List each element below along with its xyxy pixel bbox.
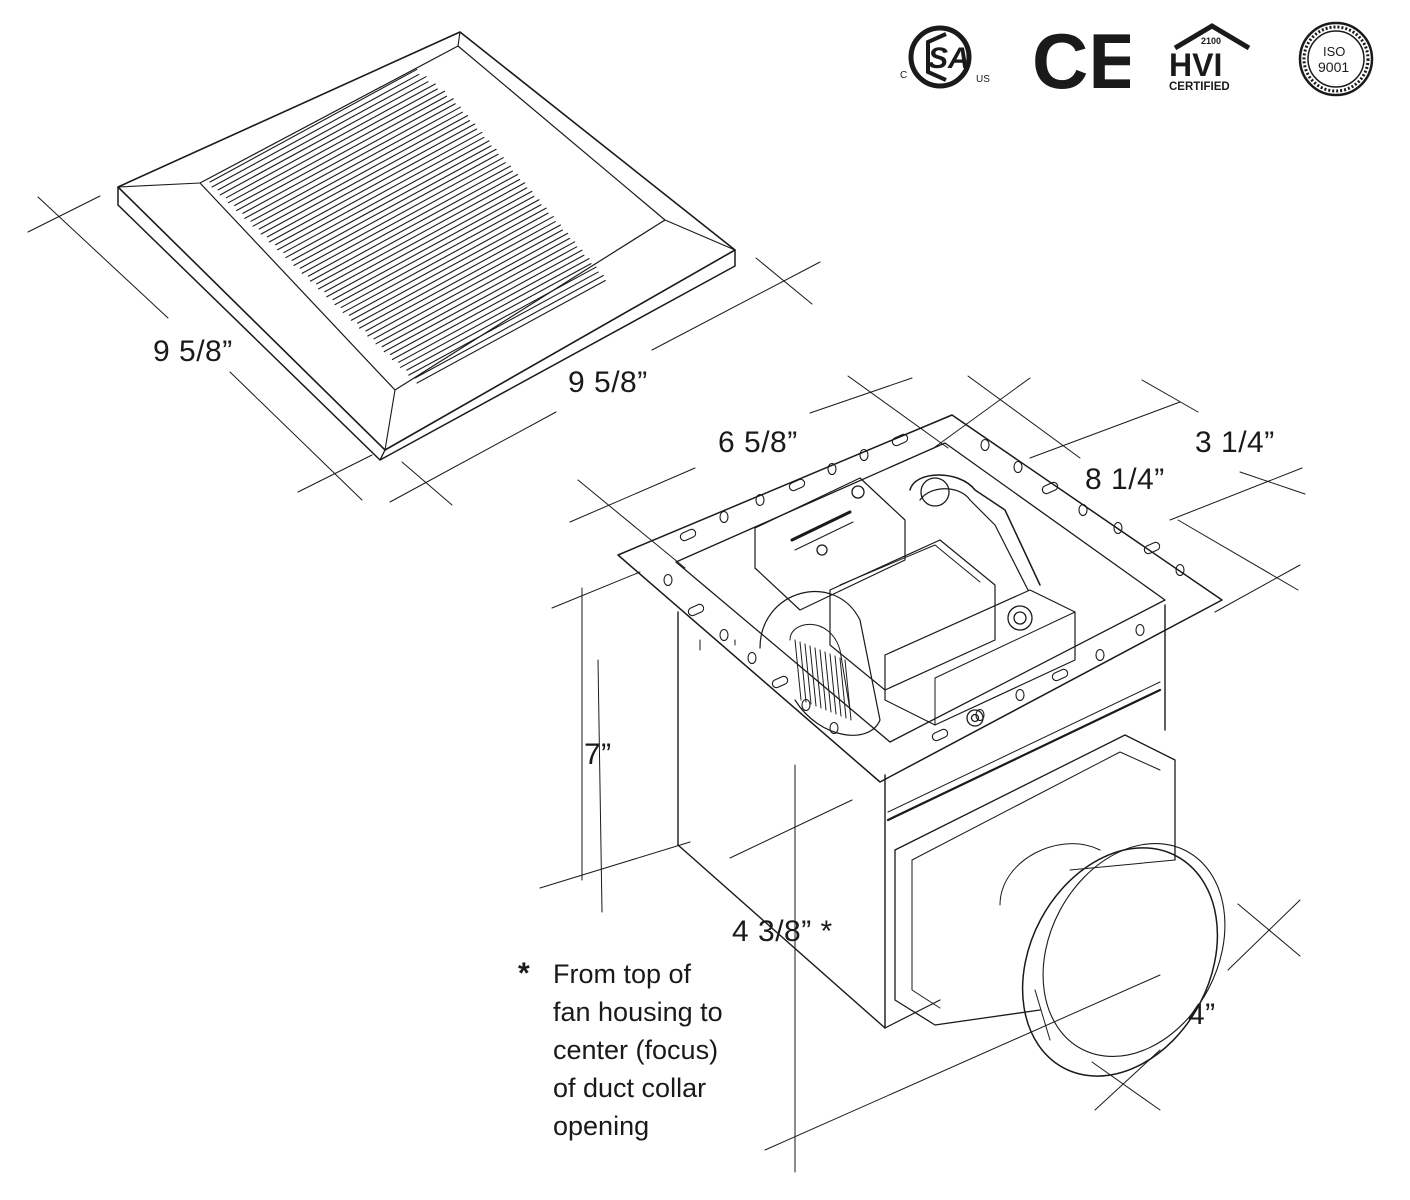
hvi-certification-logo: 2100 HVI CERTIFIED bbox=[1169, 23, 1251, 93]
louver-slot bbox=[406, 266, 599, 376]
wheel-blade bbox=[819, 649, 827, 711]
footnote: * From top of fan housing to center (foc… bbox=[518, 955, 778, 1145]
louver-slot bbox=[234, 90, 448, 212]
grille-dimension-lines bbox=[27, 195, 821, 506]
housing-height-label: 7” bbox=[584, 738, 612, 771]
housing-dimension-lines bbox=[539, 375, 1306, 1173]
flange-hole bbox=[663, 573, 673, 587]
flange-hole bbox=[1113, 521, 1123, 535]
wheel-blade bbox=[799, 641, 807, 703]
louver-slot bbox=[365, 224, 564, 337]
svg-text:2100: 2100 bbox=[1201, 36, 1221, 46]
flange-slot bbox=[931, 728, 949, 742]
housing-width-label: 6 5/8” bbox=[718, 426, 798, 459]
louver-slot bbox=[242, 98, 456, 219]
svg-text:US: US bbox=[976, 74, 990, 85]
wheel-blade bbox=[794, 639, 802, 701]
flange-hole bbox=[1095, 648, 1105, 662]
svg-text:SA: SA bbox=[928, 42, 970, 75]
svg-text:C: C bbox=[900, 70, 907, 81]
louver-slot bbox=[381, 241, 578, 353]
csa-certification-logo: SA C US bbox=[900, 25, 990, 89]
svg-text:HVI: HVI bbox=[1169, 47, 1222, 83]
louver-slot bbox=[266, 123, 478, 243]
duct-diameter-label: 4” bbox=[1188, 998, 1216, 1031]
wheel-blade bbox=[839, 657, 847, 719]
housing-length-label: 8 1/4” bbox=[1085, 463, 1165, 496]
footnote-line: fan housing to bbox=[553, 997, 723, 1027]
wheel-blade bbox=[829, 653, 837, 715]
louver-slot bbox=[316, 173, 521, 290]
louver-slot bbox=[332, 190, 535, 306]
collar-projection-label: 3 1/4” bbox=[1195, 426, 1275, 459]
louver-slot bbox=[258, 115, 471, 235]
svg-text:CERTIFIED: CERTIFIED bbox=[1169, 81, 1230, 93]
ce-certification-logo: CE bbox=[1032, 20, 1130, 95]
iso-certification-logo: ISO 9001 bbox=[1298, 21, 1374, 97]
louver-slot bbox=[373, 232, 571, 345]
fan-housing-illustration bbox=[617, 414, 1226, 1077]
flange-hole bbox=[1175, 563, 1185, 577]
flange-slot bbox=[1041, 481, 1059, 495]
louver-slot bbox=[414, 274, 606, 384]
louver-slot bbox=[291, 148, 499, 266]
flange-hole bbox=[719, 628, 729, 642]
flange-hole bbox=[1015, 688, 1025, 702]
louver-slot bbox=[324, 182, 528, 298]
flange-hole bbox=[1135, 623, 1145, 637]
flange-hole bbox=[829, 721, 839, 735]
louver-slot bbox=[217, 76, 429, 196]
svg-text:9001: 9001 bbox=[1318, 59, 1349, 75]
wheel-blade bbox=[804, 643, 812, 705]
grille-illustration bbox=[117, 31, 736, 461]
flange-slot bbox=[771, 675, 789, 689]
flange-slot bbox=[1143, 541, 1161, 555]
collar-center-height-label: 4 3/8” * bbox=[732, 915, 833, 948]
flange-hole bbox=[1013, 460, 1023, 474]
flange-hole bbox=[747, 651, 757, 665]
grille-width-label: 9 5/8” bbox=[568, 366, 648, 399]
flange-hole bbox=[755, 493, 765, 507]
louver-slot bbox=[398, 258, 592, 368]
wheel-blade bbox=[834, 655, 842, 717]
wheel-blade bbox=[814, 647, 822, 709]
flange-slot bbox=[687, 603, 705, 617]
flange-slot bbox=[679, 528, 697, 542]
footnote-line: From top of bbox=[553, 959, 692, 989]
footnote-line: of duct collar bbox=[553, 1073, 707, 1103]
grille-depth-label: 9 5/8” bbox=[153, 335, 233, 368]
louver-slot bbox=[275, 131, 485, 251]
wheel-blade bbox=[809, 645, 817, 707]
louver-slot bbox=[389, 249, 585, 361]
flange-hole bbox=[827, 462, 837, 476]
louver-slot bbox=[299, 157, 506, 274]
wheel-blade bbox=[824, 651, 832, 713]
louver-slot bbox=[348, 207, 549, 321]
louver-slot bbox=[250, 106, 463, 227]
flange-hole bbox=[980, 438, 990, 452]
flange-slot bbox=[788, 478, 806, 492]
wheel-blade bbox=[844, 659, 852, 721]
louver-slot bbox=[340, 199, 542, 313]
footnote-line: center (focus) bbox=[553, 1035, 719, 1065]
louver-slot bbox=[307, 165, 513, 282]
louver-slot bbox=[357, 216, 556, 329]
flange-hole bbox=[719, 510, 729, 524]
louver-slot bbox=[225, 83, 438, 204]
svg-text:CE: CE bbox=[1032, 20, 1130, 95]
flange-slot bbox=[1051, 668, 1069, 682]
footnote-marker: * bbox=[518, 957, 530, 990]
svg-text:ISO: ISO bbox=[1323, 44, 1345, 59]
footnote-line: opening bbox=[553, 1111, 650, 1141]
louver-slot bbox=[283, 140, 492, 259]
louver-slot bbox=[209, 68, 420, 188]
flange-slot bbox=[891, 433, 909, 447]
flange-hole bbox=[1078, 503, 1088, 517]
flange-hole bbox=[859, 448, 869, 462]
